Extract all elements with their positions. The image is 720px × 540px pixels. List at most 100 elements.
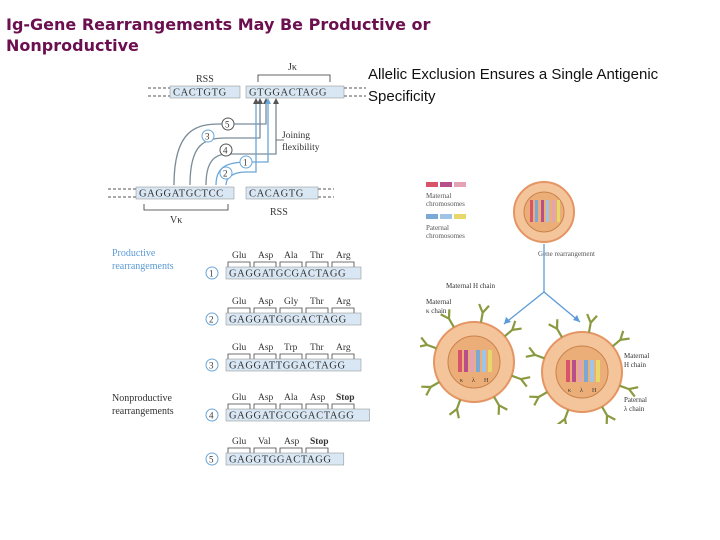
- svg-text:Maternal: Maternal: [426, 192, 451, 200]
- antibody: [511, 374, 531, 388]
- top-rss-seq: CACTGTG: [173, 88, 227, 99]
- antibody: [493, 396, 508, 415]
- bottom-rss-label: RSS: [270, 207, 288, 218]
- arrow-right: [543, 291, 581, 323]
- gene-rearrangement-label: Gene rearrangement: [538, 250, 595, 258]
- codon-label: Asp: [258, 343, 274, 353]
- antibody: [529, 391, 548, 406]
- codon-bracket: [279, 447, 303, 454]
- joining-diagram: RSS CACTGTG GTGGACTAGG Jκ 5 3 4 1 2 Join…: [108, 62, 366, 226]
- codon-bracket: [331, 307, 355, 314]
- antibody: [619, 384, 639, 398]
- svg-text:κ: κ: [568, 388, 571, 394]
- codon-bracket: [253, 403, 277, 410]
- antibody: [420, 336, 437, 350]
- svg-text:1: 1: [243, 158, 248, 168]
- svg-text:H: H: [592, 388, 597, 394]
- sequence-box: [225, 358, 362, 372]
- codon-bracket: [253, 447, 277, 454]
- svg-text:chromosomes: chromosomes: [426, 200, 465, 208]
- antibody: [601, 406, 616, 424]
- codon-bracket: [227, 261, 251, 268]
- vk-box: [135, 186, 235, 200]
- codon-label: Thr: [310, 297, 325, 307]
- svg-text:2: 2: [223, 169, 228, 179]
- antibody: [421, 381, 440, 396]
- left-b-cell: κ λ H: [433, 321, 515, 403]
- row-number-marker: [205, 408, 219, 422]
- row-number: 1: [209, 269, 214, 279]
- codon-label: Trp: [284, 343, 298, 353]
- vk-label: Vκ: [170, 215, 182, 226]
- svg-text:λ: λ: [472, 378, 475, 384]
- maternal-h-chain-label: Maternal H chain: [446, 282, 495, 290]
- row-number-marker: [205, 312, 219, 326]
- slide-subtitle: Allelic Exclusion Ensures a Single Antig…: [368, 66, 659, 105]
- codon-label: Asp: [258, 393, 274, 403]
- join-line-2: [225, 100, 257, 186]
- codon-bracket: [279, 353, 303, 360]
- codon-bracket: [253, 261, 277, 268]
- codon-bracket: [253, 353, 277, 360]
- site-4-marker: 4: [219, 143, 233, 157]
- codon-label: Ala: [284, 251, 299, 261]
- arrow-left: [503, 291, 545, 325]
- codon-label: Ala: [284, 393, 299, 403]
- vk-bracket: [143, 204, 229, 211]
- codon-label: Asp: [258, 297, 274, 307]
- codon-bracket: [305, 307, 329, 314]
- svg-text:4: 4: [223, 146, 228, 156]
- codon-label: Val: [258, 437, 271, 447]
- codon-label: Glu: [232, 393, 247, 403]
- top-rss-box: [169, 85, 241, 99]
- codon-label: Arg: [336, 251, 351, 261]
- row-number-marker: [205, 452, 219, 466]
- svg-text:Paternal: Paternal: [426, 224, 449, 232]
- row-number: 3: [209, 361, 214, 371]
- codon-bracket: [331, 261, 355, 268]
- antibody: [556, 409, 570, 424]
- sequence-box: [225, 312, 362, 326]
- svg-text:H: H: [484, 378, 489, 384]
- site-5-marker: 5: [221, 117, 235, 131]
- codon-bracket: [253, 307, 277, 314]
- codon-bracket: [279, 403, 303, 410]
- sequence-box: [225, 266, 362, 280]
- codon-bracket: [305, 403, 329, 410]
- jk-box: [245, 85, 345, 99]
- jk-label: Jκ: [288, 62, 297, 73]
- codon-label: Glu: [232, 297, 247, 307]
- antibody: [448, 399, 462, 419]
- sequence-text: GAGGATTGGACTAGG: [229, 361, 346, 372]
- codon-label: Gly: [284, 297, 299, 307]
- top-cell: [513, 181, 575, 243]
- codon-bracket: [305, 353, 329, 360]
- codon-label: Stop: [310, 437, 328, 447]
- bottom-rss-seq: CACAGTG: [249, 189, 304, 200]
- right-b-cell: κ λ H: [541, 331, 623, 413]
- sequence-text: GAGGATGCGACTAGG: [229, 269, 346, 280]
- codon-bracket: [305, 447, 329, 454]
- antibody: [611, 330, 630, 348]
- jk-seq: GTGGACTAGG: [249, 88, 327, 99]
- antibody: [503, 320, 522, 338]
- codon-bracket: [227, 403, 251, 410]
- codon-label: Glu: [232, 437, 247, 447]
- svg-text:κ: κ: [460, 378, 463, 384]
- row-number: 4: [209, 411, 214, 421]
- site-1-marker: 1: [239, 155, 253, 169]
- antibody: [548, 319, 563, 338]
- codon-label: Thr: [310, 343, 325, 353]
- antibody: [440, 309, 455, 328]
- codon-bracket: [331, 403, 355, 410]
